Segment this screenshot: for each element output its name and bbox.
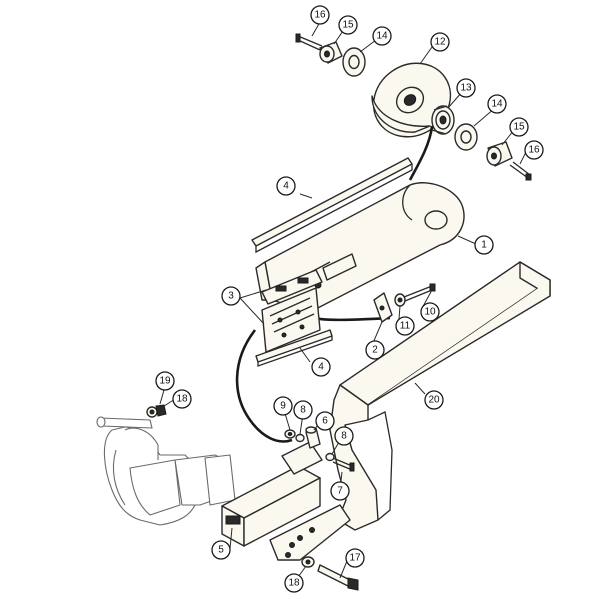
- callout-label: 14: [491, 99, 503, 110]
- washer-14-bottom: [454, 123, 478, 151]
- callout-label: 16: [314, 10, 326, 21]
- wear-strip-4-bottom: [255, 329, 333, 367]
- wear-strip-4-top: [251, 157, 413, 254]
- washer-8-right: [325, 452, 335, 462]
- callout-18-left: 18: [172, 389, 192, 409]
- callout-label: 15: [342, 20, 354, 31]
- washer-8-left: [295, 433, 305, 443]
- bolt-16-bottom: [509, 161, 532, 181]
- pin-6: [305, 426, 321, 449]
- callout-8-left: 8: [293, 400, 313, 420]
- washer-9: [284, 429, 296, 439]
- spacer-15-bottom: [486, 141, 513, 167]
- callout-15-bottom: 15: [509, 117, 529, 137]
- callout-14-top: 14: [372, 26, 392, 46]
- bearing-13: [431, 105, 455, 135]
- callout-label: 17: [349, 553, 361, 564]
- callout-14-bottom: 14: [487, 94, 507, 114]
- callout-label: 4: [318, 362, 324, 373]
- callout-7: 7: [330, 481, 350, 501]
- washer-11: [394, 293, 406, 307]
- callout-20: 20: [424, 390, 444, 410]
- bolt-17: [317, 564, 359, 591]
- callout-3: 3: [221, 286, 241, 306]
- bracket-3: [261, 269, 323, 353]
- callout-15-top: 15: [338, 15, 358, 35]
- callout-2: 2: [365, 340, 385, 360]
- callout-16-bottom: 16: [524, 140, 544, 160]
- callout-18-bottom: 18: [284, 573, 304, 593]
- callout-label: 8: [300, 405, 306, 416]
- washer-18-bottom: [301, 556, 315, 568]
- bolt-10: [403, 283, 436, 302]
- bolt-16-top: [295, 33, 323, 51]
- spacer-15-top: [319, 41, 343, 64]
- callout-19: 19: [155, 371, 175, 391]
- callout-label: 18: [176, 394, 188, 405]
- callout-17: 17: [345, 548, 365, 568]
- callout-9: 9: [273, 396, 293, 416]
- callout-label: 20: [428, 395, 440, 406]
- callout-label: 14: [376, 31, 388, 42]
- washer-18-left: [146, 406, 158, 418]
- callout-label: 12: [434, 37, 446, 48]
- callout-label: 19: [159, 376, 171, 387]
- callout-label: 18: [288, 578, 300, 589]
- callout-12: 12: [430, 32, 450, 52]
- callout-label: 5: [218, 545, 224, 556]
- callout-label: 11: [400, 321, 411, 332]
- callout-label: 3: [228, 291, 234, 302]
- callout-label: 1: [481, 240, 487, 251]
- callout-label: 10: [424, 307, 436, 318]
- callout-label: 15: [513, 122, 525, 133]
- callout-label: 6: [322, 416, 328, 427]
- alignment-curve-pulley: [408, 125, 434, 181]
- nut-19: [155, 404, 167, 417]
- callout-label: 8: [341, 431, 347, 442]
- callout-4-bottom: 4: [311, 357, 331, 377]
- callout-10: 10: [420, 302, 440, 322]
- main-frame-20: [269, 261, 551, 561]
- bolt-7: [332, 457, 355, 472]
- callout-1: 1: [474, 235, 494, 255]
- mount-tube-5: [221, 441, 323, 547]
- callout-13: 13: [456, 78, 476, 98]
- callout-16-top: 16: [310, 5, 330, 25]
- callout-label: 4: [283, 181, 289, 192]
- callout-label: 2: [372, 345, 378, 356]
- callout-4-top: 4: [276, 176, 296, 196]
- callout-label: 9: [280, 401, 286, 412]
- callout-6: 6: [315, 411, 335, 431]
- washer-14-top: [342, 47, 366, 77]
- callout-label: 16: [528, 145, 540, 156]
- callout-label: 7: [337, 486, 343, 497]
- callout-11: 11: [395, 316, 415, 336]
- alignment-curve-bracket: [235, 329, 293, 443]
- callout-label: 13: [460, 83, 472, 94]
- clamp-plate-2: [373, 292, 393, 323]
- ghost-mount-assembly: [96, 416, 236, 526]
- leader-lines: [157, 21, 527, 581]
- callout-5: 5: [211, 540, 231, 560]
- idler-pulley-12: [371, 62, 452, 138]
- callout-8-right: 8: [334, 426, 354, 446]
